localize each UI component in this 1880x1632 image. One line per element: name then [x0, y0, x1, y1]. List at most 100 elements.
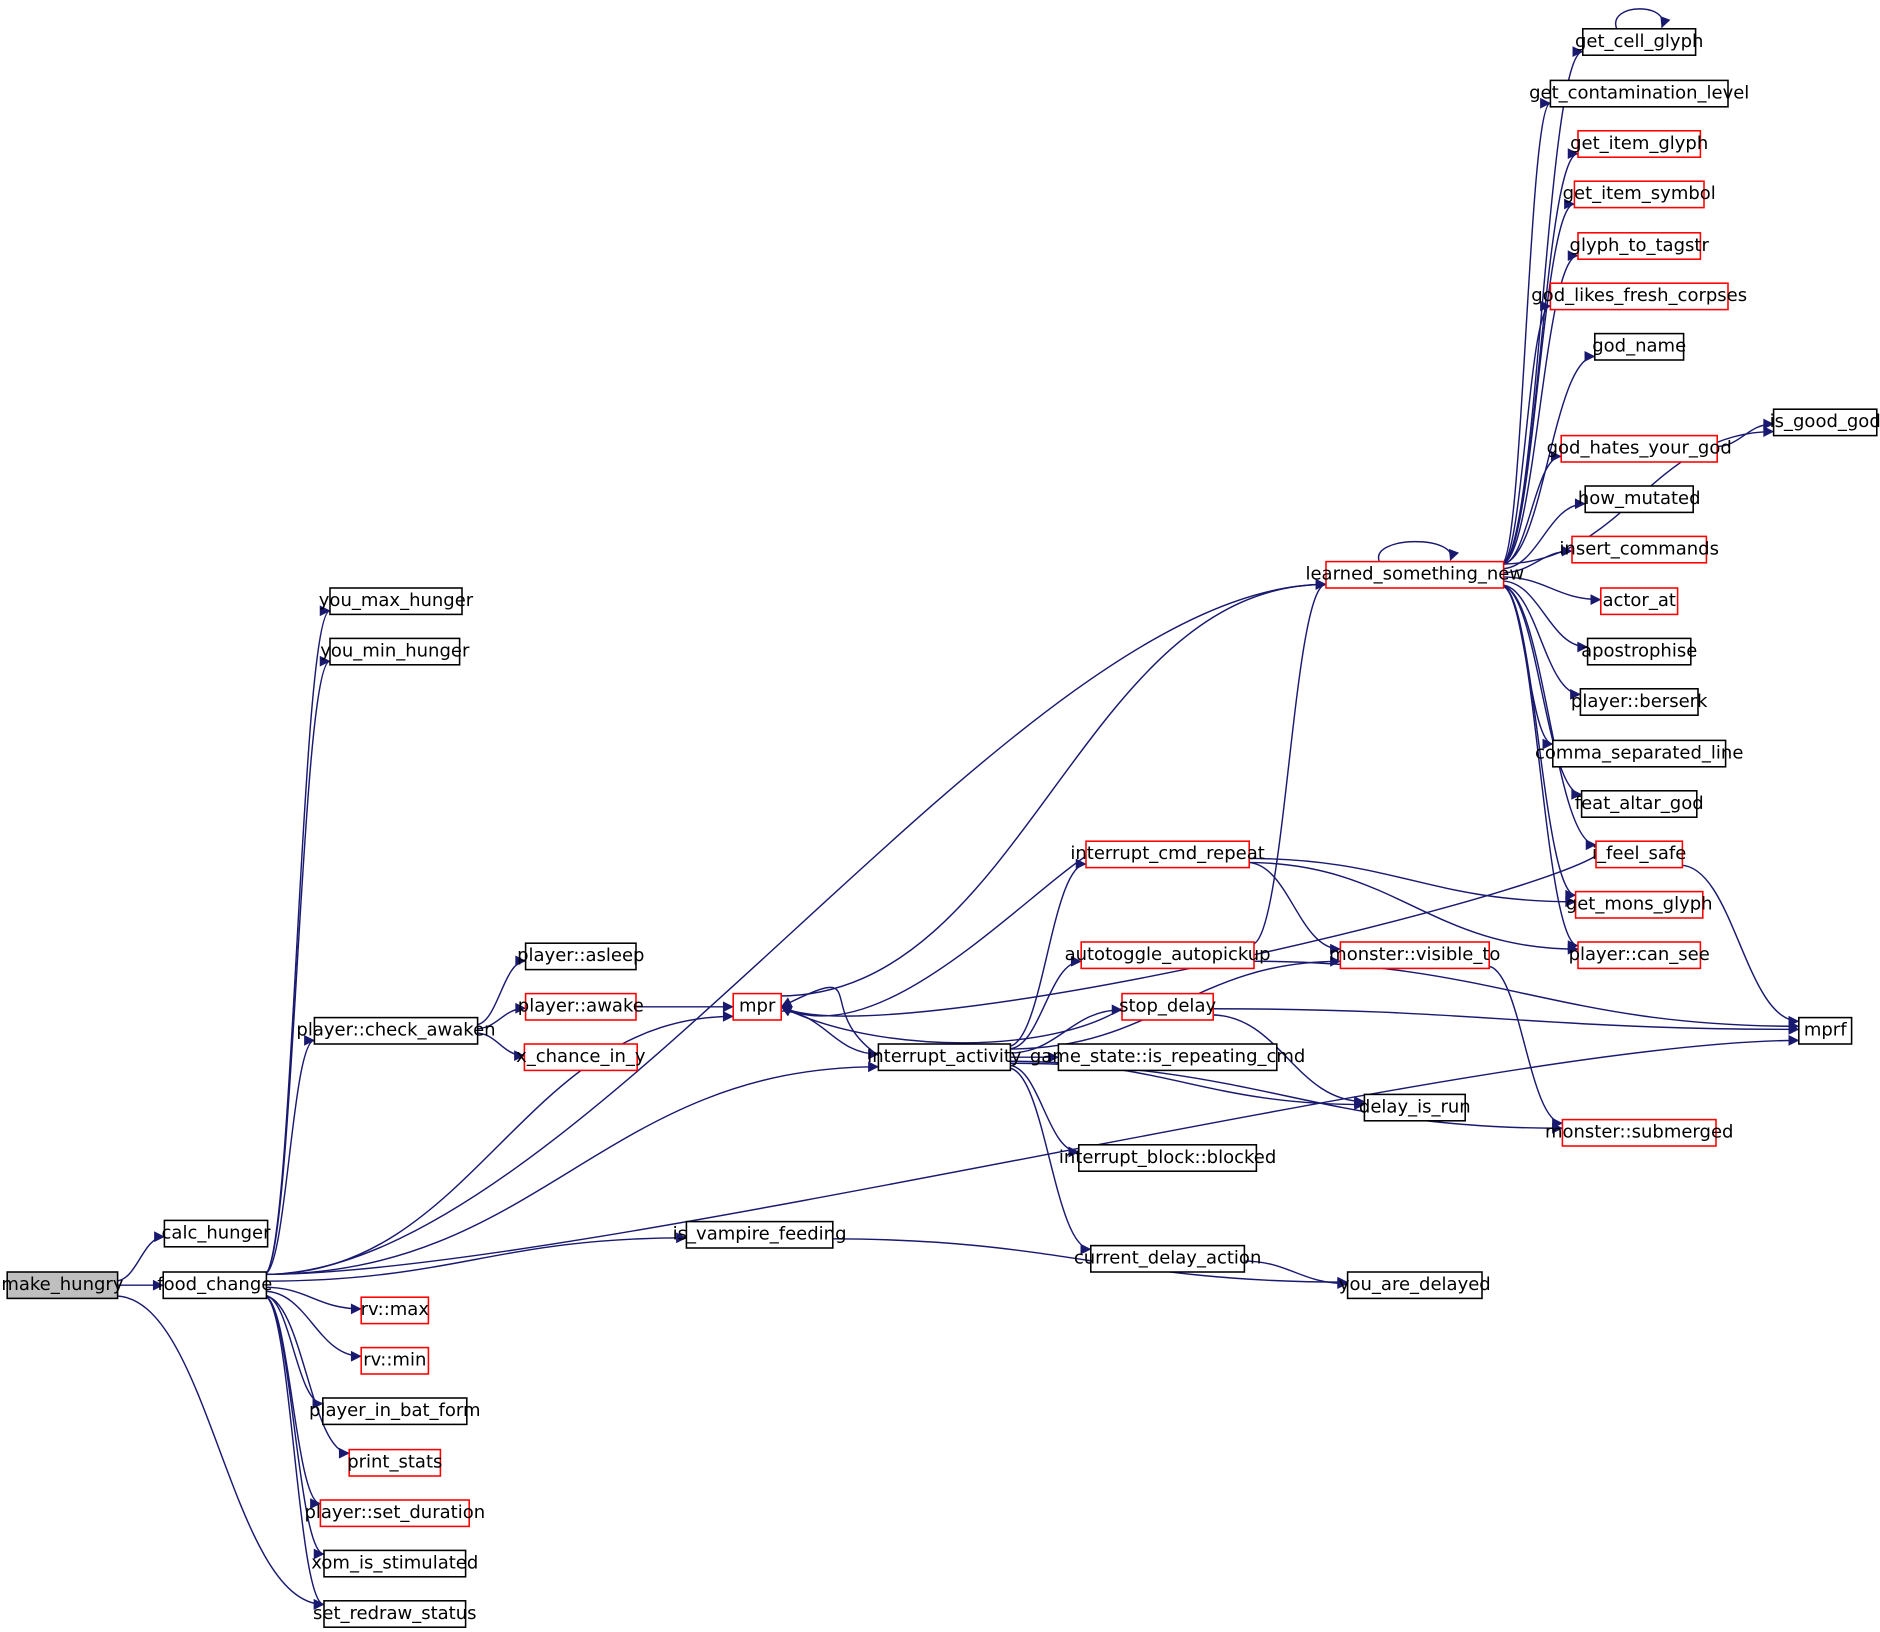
node-current-delay-action[interactable]: current_delay_action [1074, 1244, 1262, 1273]
node-delay-is-run[interactable]: delay_is_run [1359, 1093, 1471, 1122]
node-apostrophise[interactable]: apostrophise [1581, 637, 1697, 666]
node-box [1595, 840, 1684, 869]
edge-interrupt-activity-to-interrupt-cmd-repeat [1007, 858, 1087, 1048]
node-label: interrupt_activity [867, 1046, 1022, 1067]
edge-i-feel-safe-to-mprf [1679, 864, 1800, 1027]
node-you-are-delayed[interactable]: you_are_delayed [1339, 1271, 1491, 1300]
edge-learned-something-new-to-god-name [1501, 351, 1596, 565]
node-box [313, 1016, 479, 1045]
edge-interrupt-activity-to-interrupt-block-blocked [1007, 1064, 1080, 1158]
node-interrupt-block-blocked[interactable]: interrupt_block::blocked [1059, 1144, 1276, 1172]
node-stop-delay[interactable]: stop_delay [1119, 992, 1216, 1021]
node-is-good-god[interactable]: is_good_god [1770, 408, 1880, 437]
node-god-likes-fresh-corpses[interactable]: god_likes_fresh_corpses [1531, 282, 1747, 311]
node-god-hates-your-god[interactable]: god_hates_your_god [1547, 434, 1732, 463]
edge-current-delay-action-to-you-are-delayed [1241, 1260, 1349, 1290]
node-autotoggle-autopickup[interactable]: autotoggle_autopickup [1065, 941, 1271, 970]
edge-autotoggle-autopickup-to-mprf [1251, 960, 1800, 1032]
node-box [1339, 941, 1490, 970]
node-glyph-to-tagstr[interactable]: glyph_to_tagstr [1570, 232, 1710, 260]
node-box [1586, 637, 1692, 666]
node-box [1552, 739, 1727, 768]
node-calc-hunger[interactable]: calc_hunger [162, 1219, 272, 1248]
node-box [1577, 232, 1702, 260]
node-monster-visible-to[interactable]: monster::visible_to [1329, 941, 1500, 970]
node-rv-max[interactable]: rv::max [360, 1296, 430, 1325]
node-label: you_max_hunger [319, 590, 474, 611]
node-label: get_item_glyph [1570, 133, 1708, 154]
node-label: player::set_duration [304, 1502, 485, 1523]
node-label: you_min_hunger [320, 640, 470, 661]
edge-make-hungry-to-calc-hunger [115, 1231, 165, 1282]
node-label: current_delay_action [1074, 1248, 1262, 1269]
node-label: is_good_god [1770, 411, 1880, 432]
node-label: food_change [157, 1274, 272, 1295]
node-label: i_feel_safe [1592, 843, 1686, 864]
node-player-check-awaken[interactable]: player::check_awaken [296, 1016, 496, 1045]
node-interrupt-cmd-repeat[interactable]: interrupt_cmd_repeat [1070, 840, 1265, 869]
node-label: god_likes_fresh_corpses [1531, 285, 1747, 306]
node-box [348, 1448, 442, 1477]
node-comma-separated-line[interactable]: comma_separated_line [1535, 739, 1743, 768]
node-player-asleep[interactable]: player::asleep [517, 942, 644, 971]
node-how-mutated[interactable]: how_mutated [1578, 485, 1701, 514]
node-make-hungry[interactable]: make_hungry [1, 1271, 124, 1300]
node-player-can-see[interactable]: player::can_see [1569, 941, 1710, 970]
node-get-cell-glyph[interactable]: get_cell_glyph [1575, 28, 1703, 56]
node-label: get_contamination_level [1529, 82, 1749, 103]
node-player-awake[interactable]: player::awake [518, 992, 644, 1021]
node-x-chance-in-y[interactable]: x_chance_in_y [516, 1043, 646, 1072]
edge-player-check-awaken-to-x-chance-in-y [475, 1032, 525, 1062]
node-get-contamination-level[interactable]: get_contamination_level [1529, 79, 1749, 108]
node-get-mons-glyph[interactable]: get_mons_glyph [1566, 890, 1713, 919]
node-label: feat_altar_god [1575, 793, 1704, 814]
edge-interrupt-cmd-repeat-to-monster-visible-to [1246, 861, 1341, 955]
node-game-state-is-repeating-cmd[interactable]: game_state::is_repeating_cmd [1030, 1043, 1306, 1072]
node-box [1580, 790, 1698, 818]
node-label: get_item_symbol [1563, 183, 1716, 204]
edge-mpr-to-learned-something-new [778, 579, 1327, 997]
node-label: god_name [1592, 336, 1686, 357]
edge-food-change-to-set-redraw-status [263, 1295, 325, 1610]
node-box [1584, 485, 1694, 514]
node-player-in-bat-form[interactable]: player_in_bat_form [309, 1397, 481, 1426]
node-mprf[interactable]: mprf [1798, 1016, 1853, 1045]
node-label: insert_commands [1559, 538, 1719, 559]
node-get-item-glyph[interactable]: get_item_glyph [1570, 130, 1708, 158]
node-rv-min[interactable]: rv::min [360, 1346, 430, 1375]
node-mpr[interactable]: mpr [732, 992, 782, 1021]
node-label: player::berserk [1571, 691, 1708, 712]
edge-learned-something-new-to-actor-at [1501, 576, 1602, 606]
node-label: get_mons_glyph [1566, 894, 1713, 915]
node-feat-altar-god[interactable]: feat_altar_god [1575, 790, 1704, 818]
node-god-name[interactable]: god_name [1592, 332, 1686, 361]
node-set-redraw-status[interactable]: set_redraw_status [313, 1600, 477, 1628]
edge-stop-delay-to-mpr [780, 1006, 1125, 1044]
node-monster-submerged[interactable]: monster::submerged [1545, 1118, 1734, 1147]
node-box [1571, 535, 1708, 564]
node-food-change[interactable]: food_change [157, 1271, 272, 1300]
node-you-max-hunger[interactable]: you_max_hunger [319, 587, 474, 616]
node-print-stats[interactable]: print_stats [347, 1448, 442, 1477]
edge-autotoggle-autopickup-to-learned-something-new [1251, 579, 1327, 946]
edge-learned-something-new-to-feat-altar-god [1501, 584, 1583, 800]
edge-learned-something-new-to-how-mutated [1501, 498, 1586, 570]
node-label: you_are_delayed [1339, 1274, 1491, 1295]
node-interrupt-activity[interactable]: interrupt_activity [867, 1043, 1022, 1072]
node-i-feel-safe[interactable]: i_feel_safe [1592, 840, 1686, 869]
node-box [1561, 1118, 1717, 1147]
node-player-set-duration[interactable]: player::set_duration [304, 1499, 485, 1528]
node-player-berserk[interactable]: player::berserk [1571, 688, 1708, 716]
node-insert-commands[interactable]: insert_commands [1559, 535, 1719, 564]
node-xom-is-stimulated[interactable]: xom_is_stimulated [311, 1549, 478, 1578]
edge-interrupt-activity-to-monster-submerged [1007, 1062, 1563, 1134]
node-actor-at[interactable]: actor_at [1600, 587, 1679, 616]
node-box [1582, 28, 1697, 56]
node-get-item-symbol[interactable]: get_item_symbol [1563, 180, 1716, 209]
node-label: player_in_bat_form [309, 1400, 480, 1421]
node-label: is_vampire_feeding [673, 1224, 847, 1245]
edge-interrupt-cmd-repeat-to-get-mons-glyph [1246, 857, 1577, 908]
node-you-min-hunger[interactable]: you_min_hunger [320, 637, 470, 666]
node-learned-something-new[interactable]: learned_something_new [1305, 560, 1524, 589]
node-is-vampire-feeding[interactable]: is_vampire_feeding [673, 1220, 847, 1249]
